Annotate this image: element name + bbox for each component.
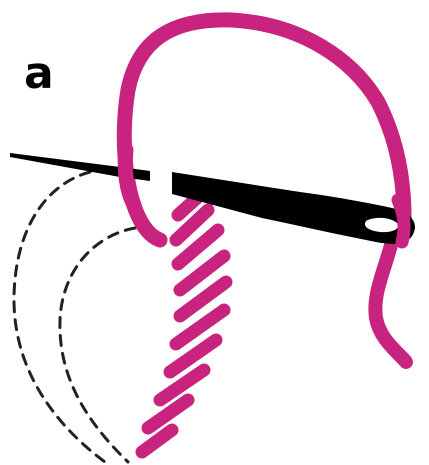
outline-inner bbox=[60, 228, 135, 462]
thread-over-needle bbox=[398, 200, 404, 242]
thread-front-crossing bbox=[125, 150, 134, 205]
satin-stitch bbox=[148, 400, 188, 428]
stitch-outline bbox=[14, 172, 135, 462]
